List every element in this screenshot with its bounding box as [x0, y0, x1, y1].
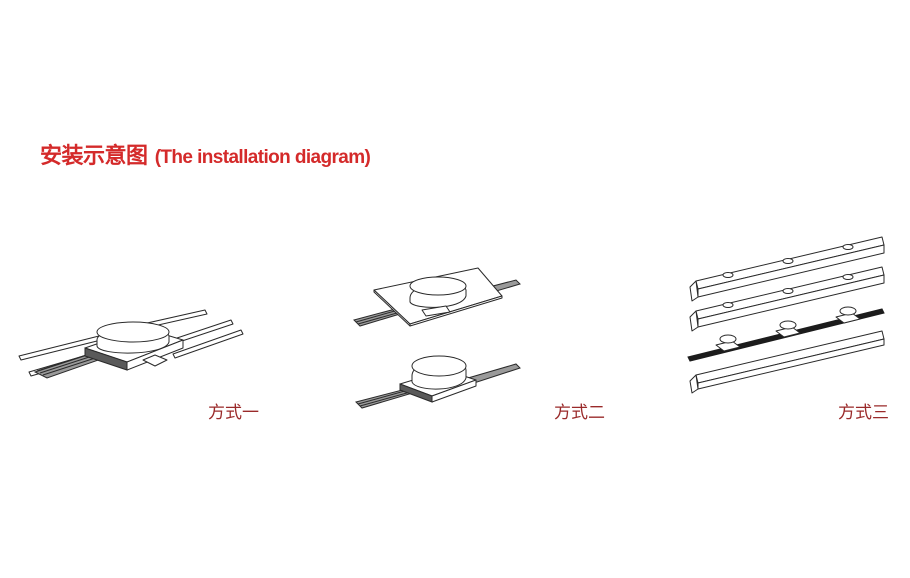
method-three-illustration: [686, 235, 886, 395]
chain-module: [836, 307, 860, 323]
chain-module: [776, 321, 800, 337]
channel-rail-second: [690, 267, 884, 331]
diagram-title: 安装示意图 (The installation diagram): [40, 138, 371, 170]
module-chain: [688, 307, 884, 361]
channel-rail-top: [690, 237, 884, 301]
title-english: (The installation diagram): [154, 147, 371, 168]
method-three-label: 方式三: [838, 403, 889, 423]
method-one-label: 方式一: [208, 403, 259, 423]
title-chinese: 安装示意图: [40, 144, 148, 169]
method-two-illustration: [350, 262, 525, 417]
method-one-illustration: [15, 300, 245, 390]
plate-mounted-module: [354, 268, 520, 326]
lens-dome: [97, 322, 169, 353]
channel-rail-bottom: [690, 331, 884, 393]
chain-module: [716, 335, 740, 351]
method-two-label: 方式二: [554, 403, 605, 423]
standalone-module: [356, 356, 520, 408]
